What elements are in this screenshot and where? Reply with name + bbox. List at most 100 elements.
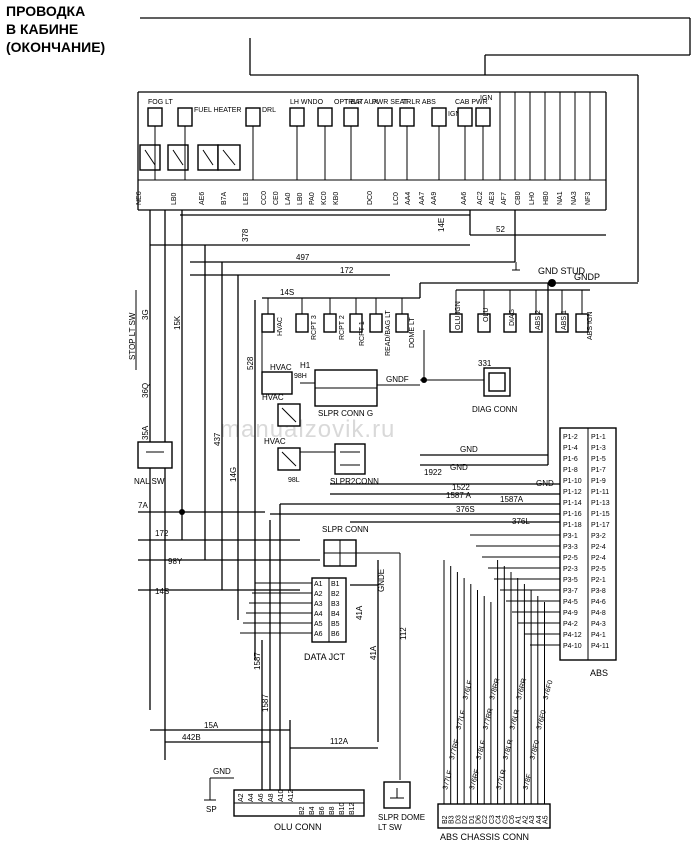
fuse-abs-1: ABS 1 bbox=[555, 310, 569, 333]
abs-pin-left: P1-14 bbox=[563, 500, 582, 507]
abs-pins-left: P1-2P1-4P1-6P1-8P1-10P1-12P1-14P1-16P1-1… bbox=[470, 434, 582, 650]
wire-label-3g: 3G bbox=[141, 309, 150, 320]
fuse-ign-1: IGN bbox=[431, 107, 460, 127]
fuse-ign-2: IGN bbox=[475, 95, 492, 127]
wire-label-gnde: GNDE bbox=[377, 569, 386, 592]
wire-label-497: 497 bbox=[296, 253, 310, 262]
wire-label-376s: 376S bbox=[456, 505, 475, 514]
fuse-trlr-abs: TRLR ABS bbox=[399, 99, 436, 127]
olu-conn-pin: B6 bbox=[319, 806, 326, 815]
abs-chassis-wire-label: 377LF bbox=[442, 770, 454, 791]
abs-pin-left: P2-3 bbox=[563, 566, 578, 573]
fuse-panel-top: FOG LT FUEL HEATER DRL LH WNDO OPT BAT T… bbox=[136, 91, 607, 211]
data-jct-pin: B2 bbox=[331, 591, 340, 598]
wire-code: NF3 bbox=[585, 192, 592, 205]
abs-pin-right: P1-7 bbox=[591, 467, 606, 474]
olu-conn-pin: B12 bbox=[349, 802, 356, 815]
label-sp: SP bbox=[206, 805, 217, 814]
abs-chassis-pin: D2 bbox=[462, 815, 469, 824]
wire-code: DC0 bbox=[367, 191, 374, 205]
abs-pin-right: P4-8 bbox=[591, 610, 606, 617]
fuse-label-hvac: HVAC bbox=[277, 317, 284, 336]
wire-label-7a: 7A bbox=[138, 501, 148, 510]
slpr-dome-label-1: SLPR DOME bbox=[378, 813, 425, 822]
olu-conn-pin: A4 bbox=[248, 793, 255, 802]
wire-label-36q: 36Q bbox=[141, 383, 150, 398]
abs-pin-left: P4-9 bbox=[563, 610, 578, 617]
relay-label-98l: 98L bbox=[288, 477, 300, 484]
wire-label-gndp: GNDP bbox=[574, 272, 600, 282]
abs-pin-right: P2-4 bbox=[591, 555, 606, 562]
abs-chassis-wire-label: 376F0 bbox=[543, 679, 555, 700]
olu-conn-pin: A10 bbox=[278, 789, 285, 802]
gnd-to-abs: GND GND 1922 1522 1587 A 1587A 376S 376L… bbox=[270, 283, 560, 526]
wire-label-gnd-1: GND bbox=[460, 445, 478, 454]
abs-pin-right: P2-4 bbox=[591, 544, 606, 551]
data-jct-pin: A3 bbox=[314, 601, 323, 608]
fuse-label-olu-ign: OLU IGN bbox=[455, 301, 462, 330]
abs-chassis-pin: A4 bbox=[536, 815, 543, 824]
wire-label-52: 52 bbox=[496, 225, 505, 234]
abs-chassis-wire-label: 376F0 bbox=[536, 709, 548, 730]
fuse-read-bag-lt: READ/BAG LT bbox=[369, 310, 392, 356]
wire-label-1587a: 1587A bbox=[500, 495, 524, 504]
signal-sw-label: NAL SW bbox=[134, 477, 165, 486]
abs-pin-right: P1-1 bbox=[591, 434, 606, 441]
abs-pin-right: P4-11 bbox=[591, 643, 609, 650]
wire-code: LA0 bbox=[285, 192, 292, 205]
fuse-label-abs-2: ABS 2 bbox=[535, 310, 542, 330]
wire-label-gndf: GNDF bbox=[386, 375, 409, 384]
slpr-dome-label-2: LT SW bbox=[378, 823, 402, 832]
wire-label-112a: 112A bbox=[330, 737, 349, 746]
wire-code: AA6 bbox=[461, 192, 468, 205]
wire-code: NE6 bbox=[136, 191, 143, 205]
wire-code: KC0 bbox=[321, 191, 328, 205]
abs-pin-right: P2-1 bbox=[591, 577, 606, 584]
relay-hvac-1 bbox=[261, 371, 293, 395]
abs-pin-right: P3-8 bbox=[591, 588, 606, 595]
abs-chassis-wires: 377LF377RF377LF376LF376RF378LF377RR378RR… bbox=[442, 560, 555, 804]
upper-bus: 52 14E 378 497 172 bbox=[150, 210, 606, 276]
abs-chassis-pin: D6 bbox=[476, 815, 483, 824]
slpr-conn-g-label: SLPR CONN G bbox=[318, 409, 373, 418]
fuse-label-cab-pwr: CAB PWR bbox=[455, 99, 488, 106]
wire-label-172-b: 172 bbox=[155, 529, 169, 538]
wire-code: CB0 bbox=[515, 191, 522, 205]
abs-pin-left: P3-5 bbox=[563, 577, 578, 584]
olu-conn-pin: B4 bbox=[309, 806, 316, 815]
wire-code: LH0 bbox=[529, 192, 536, 205]
fuse-label-rcpt-1: RCPT 1 bbox=[359, 321, 366, 346]
wire-code: AE3 bbox=[489, 192, 496, 205]
data-jct-pin: A1 bbox=[314, 581, 323, 588]
abs-pin-left: P4-5 bbox=[563, 599, 578, 606]
abs-chassis-pin: A1 bbox=[516, 815, 523, 824]
abs-chassis-pin: C2 bbox=[482, 815, 489, 824]
wire-label-gnd-3: GND bbox=[536, 479, 554, 488]
wire-code: NA1 bbox=[557, 191, 564, 205]
abs-pin-right: P1-3 bbox=[591, 445, 606, 452]
data-jct-pin: B4 bbox=[331, 611, 340, 618]
abs-pin-left: P4-10 bbox=[563, 643, 582, 650]
wire-code: AA9 bbox=[431, 192, 438, 205]
wire-code: AA7 bbox=[419, 192, 426, 205]
fuse-label-fuel-heater: FUEL HEATER bbox=[194, 107, 241, 114]
abs-chassis-pin: C6 bbox=[509, 815, 516, 824]
hvac-relays: HVAC H1 HVAC HVAC 98H 98L bbox=[261, 332, 315, 484]
wire-label-15k: 15K bbox=[173, 315, 182, 330]
abs-chassis-pin: C4 bbox=[496, 815, 503, 824]
wire-code: LB0 bbox=[297, 192, 304, 205]
title-line-1: ПРОВОДКА bbox=[6, 3, 85, 19]
slpr-conn-label: SLPR CONN bbox=[322, 525, 369, 534]
abs-pin-right: P1-5 bbox=[591, 456, 606, 463]
abs-chassis-pin: A5 bbox=[543, 815, 550, 824]
fuse-label-abs-ign: ABS IGN bbox=[587, 312, 594, 340]
abs-pin-right: P3-2 bbox=[591, 533, 606, 540]
olu-conn-pin: B10 bbox=[339, 802, 346, 815]
wire-label-112: 112 bbox=[399, 627, 408, 640]
abs-pin-left: P1-4 bbox=[563, 445, 578, 452]
fuse-row-mid: 14S HVAC RCPT 3 RCPT 2 RCPT 1 READ/BAG L… bbox=[261, 283, 594, 356]
wire-code: LB0 bbox=[171, 192, 178, 205]
watermark: manualzovik.ru bbox=[220, 416, 395, 443]
fuse-drl: DRL bbox=[245, 107, 276, 127]
abs-chassis-wire-label: 378F0 bbox=[529, 739, 541, 760]
